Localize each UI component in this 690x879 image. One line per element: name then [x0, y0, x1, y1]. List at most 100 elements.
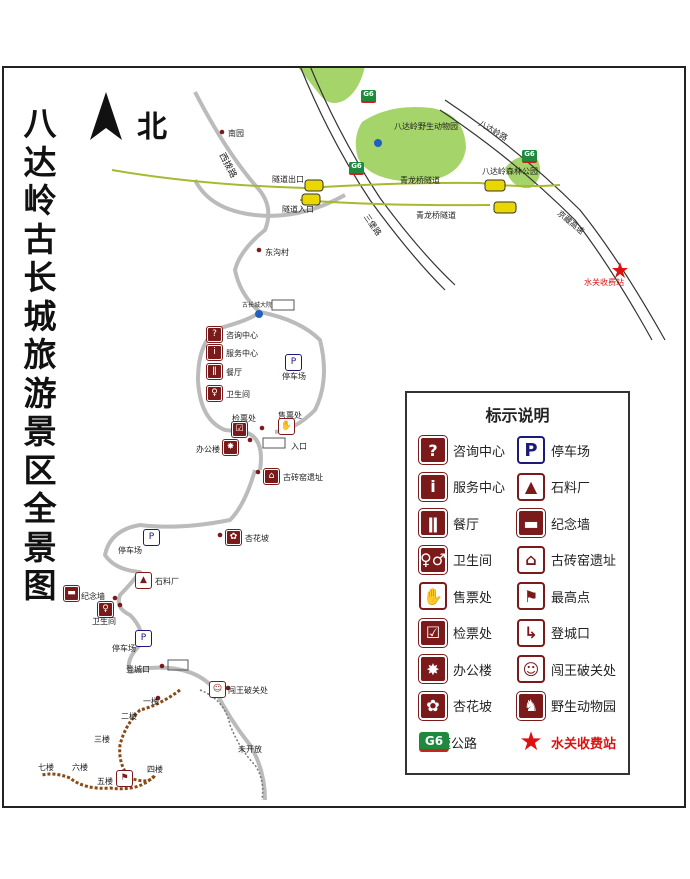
legend-label: 闯王破关处 [551, 663, 617, 679]
title-char: 图 [23, 566, 57, 605]
ticket-office-icon: ✋ [278, 418, 295, 435]
stone-factory-icon: ▲ [135, 572, 152, 589]
legend-label: 杏花坡 [453, 700, 493, 715]
not-open-trail [199, 689, 264, 801]
highway-roads [299, 65, 666, 341]
label-donggou: 东沟村 [265, 248, 289, 257]
poi-dots [112, 129, 265, 701]
parking-icon: P [517, 436, 545, 464]
title-char: 景 [23, 412, 57, 451]
kiln-ruins-icon: ⌂ [517, 545, 545, 574]
title-char: 游 [23, 373, 57, 413]
highest-point-icon: ⚑ [517, 582, 545, 610]
ticket-office-icon: ✋ [419, 582, 447, 610]
legend-label: 石料厂 [551, 481, 591, 496]
wall-entrance-icon: ↳ [517, 618, 545, 647]
legend-label: 办公楼 [453, 663, 493, 679]
zoo-green-area [355, 106, 466, 182]
legend-label: 纪念墙 [551, 517, 591, 533]
map-frame [2, 66, 686, 808]
wildlife-zoo-icon: ♞ [516, 690, 546, 721]
title-char: 八 [23, 104, 57, 143]
label-consultation: 咨询中心 [226, 331, 258, 340]
wall-entrance-gate-icon [167, 659, 189, 671]
legend-item: ♞野生动物园 [516, 690, 616, 721]
north-arrow [90, 92, 122, 140]
label-tower-5: 五楼 [97, 777, 113, 786]
legend-label: 咨询中心 [453, 444, 506, 460]
restroom-icon: ♀ [97, 601, 114, 618]
legend-label: 古砖窑遗址 [551, 554, 617, 569]
label-tower-7: 七楼 [38, 763, 54, 772]
label-memorial-wall: 纪念墙 [81, 592, 105, 601]
title-char: 城 [23, 296, 57, 336]
label-tower-4: 四楼 [147, 765, 163, 774]
label-qinglong-tunnel: 青龙桥隧道 [416, 211, 456, 220]
label-ticket-office: 售票处 [278, 411, 302, 420]
entrance-gate-icon [262, 437, 286, 449]
legend-label: 餐厅 [453, 517, 480, 533]
title-char: 景 [23, 527, 57, 567]
label-tower-6: 六楼 [72, 763, 88, 772]
label-stone-factory: 石料厂 [155, 577, 179, 586]
legend-item: ⌂ 古砖窑遗址 [517, 545, 616, 575]
stone-factory-icon: ▲ [517, 472, 545, 501]
page-title: 八达岭古长城旅游景区全景图 [18, 104, 62, 606]
legend-item: ▬纪念墙 [516, 508, 591, 538]
label-kiln: 古砖窑遗址 [283, 473, 323, 482]
office-icon: ✸ [418, 654, 448, 684]
label-restroom: 卫生间 [92, 617, 116, 626]
label-tunnel-exit: 隧道出口 [272, 175, 304, 184]
title-char: 区 [23, 450, 57, 490]
consultation-icon: ? [418, 435, 448, 465]
legend-label: 停车场 [551, 444, 591, 460]
label-parking: 停车场 [118, 546, 142, 555]
g6-sign: G6 [349, 162, 364, 175]
restroom-icon: ♀ [206, 385, 223, 402]
legend-item: ? 咨询中心 [418, 435, 506, 465]
info-icon: i [418, 471, 448, 502]
g6-sign: G6 [361, 90, 376, 103]
hero-pass-icon: ☺ [209, 681, 226, 698]
label-nanyuan: 南园 [228, 129, 244, 138]
toll-station-star-icon: ★ [519, 727, 543, 757]
consultation-icon: ? [206, 326, 223, 343]
zoo-dot [374, 139, 382, 147]
great-wall-path [41, 688, 181, 791]
label-hero-pass: 闯王破关处 [228, 686, 268, 695]
north-label: 北 [137, 110, 167, 145]
ticket-check-icon: ☑ [231, 421, 248, 438]
label-office: 办公楼 [196, 445, 220, 454]
label-restaurant: 餐厅 [226, 368, 242, 377]
legend-item: ☺ 闯王破关处 [517, 654, 616, 684]
kiln-ruins-icon: ⌂ [263, 468, 280, 485]
label-restroom: 卫生间 [226, 390, 250, 399]
legend-label: 最高点 [551, 590, 591, 606]
legend-item: ♀♂卫生间 [418, 544, 492, 575]
restaurant-icon: ǁ [206, 363, 223, 380]
apricot-slope-icon: ✿ [418, 690, 448, 721]
hero-pass-icon: ☺ [517, 655, 545, 683]
label-parking: 停车场 [282, 372, 306, 381]
legend-item: ✋售票处 [419, 581, 492, 611]
label-tunnel-entry: 隧道入口 [282, 205, 314, 214]
g6-sign: G6 [522, 150, 537, 163]
title-char: 全 [23, 489, 57, 528]
title-char: 岭 [23, 181, 57, 220]
title-char: 长 [23, 258, 57, 297]
label-apricot: 杏花坡 [245, 534, 269, 543]
title-char: 古 [23, 219, 57, 259]
legend-item: ✿ 杏花坡 [418, 690, 493, 721]
ticket-check-icon: ☑ [418, 617, 448, 648]
legend-label: 水关收费站 [551, 736, 617, 752]
toll-star-icon [612, 262, 628, 278]
title-char: 达 [23, 142, 57, 182]
legend-item: ✸ 办公楼 [418, 654, 493, 684]
legend-item: ⚑ 最高点 [517, 581, 590, 611]
label-tower-1: 一楼 [143, 697, 159, 706]
g6-highway-icon: G6 [419, 732, 449, 752]
label-ticket-check: 检票处 [232, 414, 256, 423]
legend-title: 标示说明 [485, 406, 550, 425]
